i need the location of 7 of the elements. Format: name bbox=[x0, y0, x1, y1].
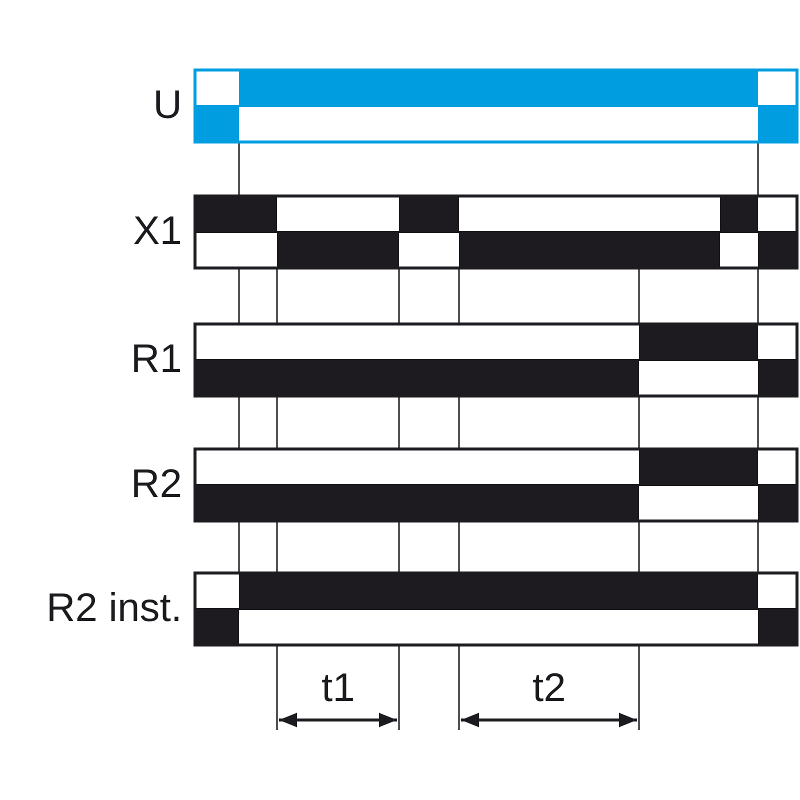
time-label: t2 bbox=[532, 668, 566, 708]
signal-name: U bbox=[153, 85, 182, 125]
signal-name: X1 bbox=[133, 211, 182, 251]
signal-name: R1 bbox=[130, 339, 182, 379]
time-label: t1 bbox=[322, 668, 355, 708]
signal-name: R2 bbox=[130, 464, 182, 504]
signal-name: R2 inst. bbox=[46, 588, 182, 628]
